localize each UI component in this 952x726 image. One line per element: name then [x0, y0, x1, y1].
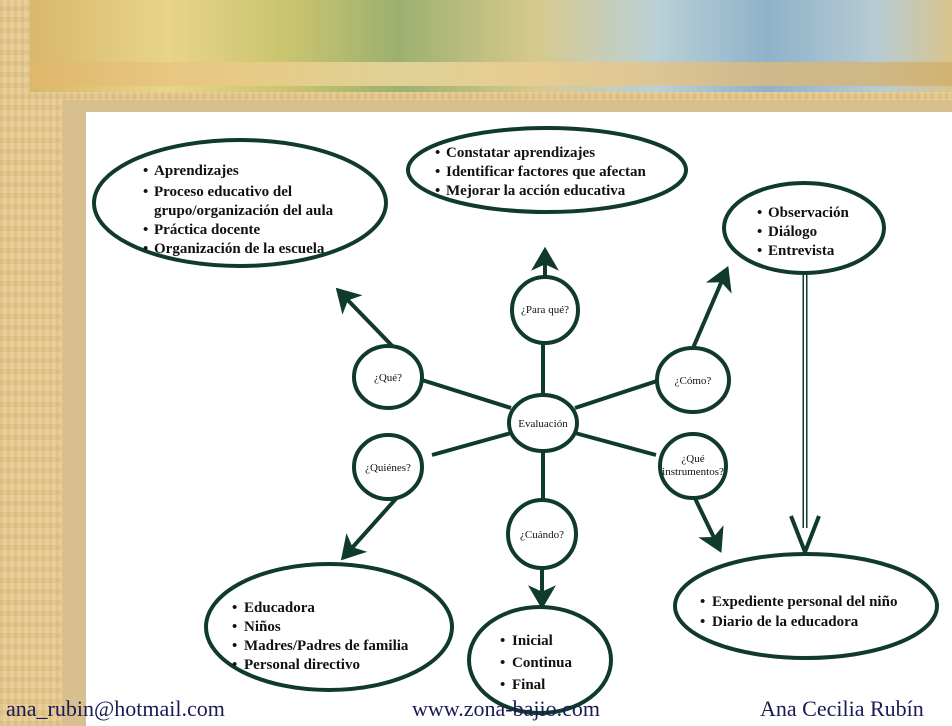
- list-item: Constatar aprendizajes: [446, 145, 595, 161]
- question-quienes: ¿Quiénes?: [365, 462, 411, 474]
- bullet-icon: •: [435, 164, 440, 180]
- list-item: Entrevista: [768, 243, 835, 259]
- node-cuando: [506, 498, 578, 570]
- footer-email: ana_rubin@hotmail.com: [6, 696, 225, 721]
- question-instrumentos-line1: ¿Qué: [681, 453, 704, 465]
- bullet-icon: •: [500, 655, 505, 671]
- spoke-como: [574, 378, 661, 410]
- footer-author: Ana Cecilia Rubín: [760, 696, 924, 721]
- list-item: Inicial: [512, 633, 553, 649]
- list-como: • Observación • Diálogo • Entrevista: [757, 205, 849, 259]
- list-cuando: • Inicial • Continua • Final: [500, 633, 573, 693]
- bullet-icon: •: [435, 145, 440, 161]
- list-item: Expediente personal del niño: [712, 594, 897, 610]
- oval-instrumentos: [673, 552, 939, 660]
- connector-lines: [335, 246, 732, 610]
- bullet-icon: •: [757, 243, 762, 259]
- list-item: Mejorar la acción educativa: [446, 183, 626, 199]
- list-item: Continua: [512, 655, 573, 671]
- bullet-icon: •: [435, 183, 440, 199]
- decorative-banner-stripe: [30, 62, 952, 86]
- node-como: [655, 346, 731, 414]
- list-item: Final: [512, 677, 545, 693]
- center-label: Evaluación: [518, 418, 568, 430]
- list-item: Diario de la educadora: [712, 614, 859, 630]
- center-node: [507, 393, 579, 453]
- list-item: Madres/Padres de familia: [244, 638, 409, 654]
- list-instrumentos: • Expediente personal del niño • Diario …: [700, 594, 897, 630]
- list-item: Niños: [244, 619, 281, 635]
- list-item: Aprendizajes: [154, 163, 239, 179]
- question-cuando: ¿Cuándo?: [520, 529, 564, 541]
- oval-como: [722, 181, 886, 275]
- list-item: Identificar factores que afectan: [446, 164, 646, 180]
- list-que: • Aprendizajes • Proceso educativo del g…: [143, 163, 334, 257]
- bullet-icon: •: [757, 205, 762, 221]
- bullet-icon: •: [143, 163, 148, 179]
- question-para-que: ¿Para qué?: [521, 304, 569, 316]
- oval-quienes: [204, 562, 454, 692]
- node-que: [352, 344, 424, 410]
- list-item: Diálogo: [768, 224, 817, 240]
- bullet-icon: •: [143, 222, 148, 238]
- oval-para-que: [406, 126, 688, 214]
- bullet-icon: •: [232, 657, 237, 673]
- list-item: Organización de la escuela: [154, 241, 325, 257]
- list-quienes: • Educadora • Niños • Madres/Padres de f…: [232, 600, 409, 673]
- node-instrumentos: [658, 432, 728, 500]
- oval-que: [92, 138, 388, 268]
- list-item: Personal directivo: [244, 657, 360, 673]
- bullet-icon: •: [232, 600, 237, 616]
- list-item: Educadora: [244, 600, 315, 616]
- footer-website: www.zona-bajio.com: [412, 696, 600, 721]
- spoke-que: [421, 378, 512, 410]
- bullet-icon: •: [700, 594, 705, 610]
- bullet-icon: •: [232, 638, 237, 654]
- spoke-quienes: [431, 431, 512, 457]
- arrow-que: [335, 287, 402, 356]
- bullet-icon: •: [500, 677, 505, 693]
- spoke-instrumentos: [574, 431, 657, 457]
- bullet-icon: •: [500, 633, 505, 649]
- list-item: Proceso educativo del: [154, 184, 292, 200]
- question-que: ¿Qué?: [374, 372, 402, 384]
- bullet-icon: •: [232, 619, 237, 635]
- oval-cuando: [467, 605, 613, 715]
- list-item: Práctica docente: [154, 222, 261, 238]
- node-quienes: [352, 433, 424, 501]
- bullet-icon: •: [757, 224, 762, 240]
- arrow-como-to-instrumentos: [789, 272, 821, 558]
- question-como: ¿Cómo?: [675, 375, 712, 387]
- arrow-quienes: [340, 490, 404, 561]
- list-item: grupo/organización del aula: [154, 203, 334, 219]
- bullet-icon: •: [700, 614, 705, 630]
- list-para-que: • Constatar aprendizajes • Identificar f…: [435, 145, 646, 199]
- bullet-icon: •: [143, 241, 148, 257]
- bullet-icon: •: [143, 184, 148, 200]
- list-item: Observación: [768, 205, 849, 221]
- node-para-que: [510, 275, 580, 345]
- question-instrumentos-line2: instrumentos?: [662, 466, 724, 478]
- arrow-como: [688, 266, 732, 356]
